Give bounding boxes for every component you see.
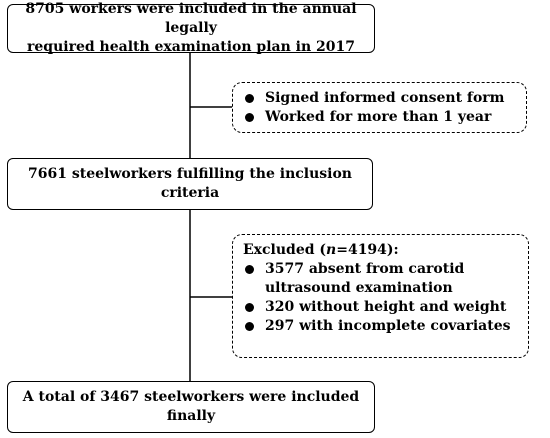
eligible-box: 7661 steelworkers fulfilling the inclusi… [7,158,373,210]
enrolled-line-1: 8705 workers were included in the annual… [25,1,357,36]
bullet-icon [245,265,254,274]
inclusion-item: Worked for more than 1 year [243,108,516,127]
bullet-icon [245,303,254,312]
inclusion-item: Signed informed consent form [243,89,516,108]
exclusion-item: 3577 absent from carotid ultrasound exam… [243,260,518,298]
final-sample-box: A total of 3467 steelworkers were includ… [7,381,375,433]
exclusion-box: Excluded (n=4194): 3577 absent from caro… [232,234,529,358]
enrolled-box: 8705 workers were included in the annual… [7,1,375,55]
bullet-icon [245,113,254,122]
final-sample-text: A total of 3467 steelworkers were includ… [22,389,360,424]
inclusion-criteria-box: Signed informed consent form Worked for … [232,82,527,133]
bullet-icon [245,322,254,331]
exclusion-heading: Excluded (n=4194): [243,242,399,258]
exclusion-item: 297 with incomplete covariates [243,317,518,336]
enrolled-line-2: required health examination plan in 2017 [27,39,355,55]
bullet-icon [245,94,254,103]
exclusion-item: 320 without height and weight [243,298,518,317]
eligible-text: 7661 steelworkers fulfilling the inclusi… [28,166,352,201]
